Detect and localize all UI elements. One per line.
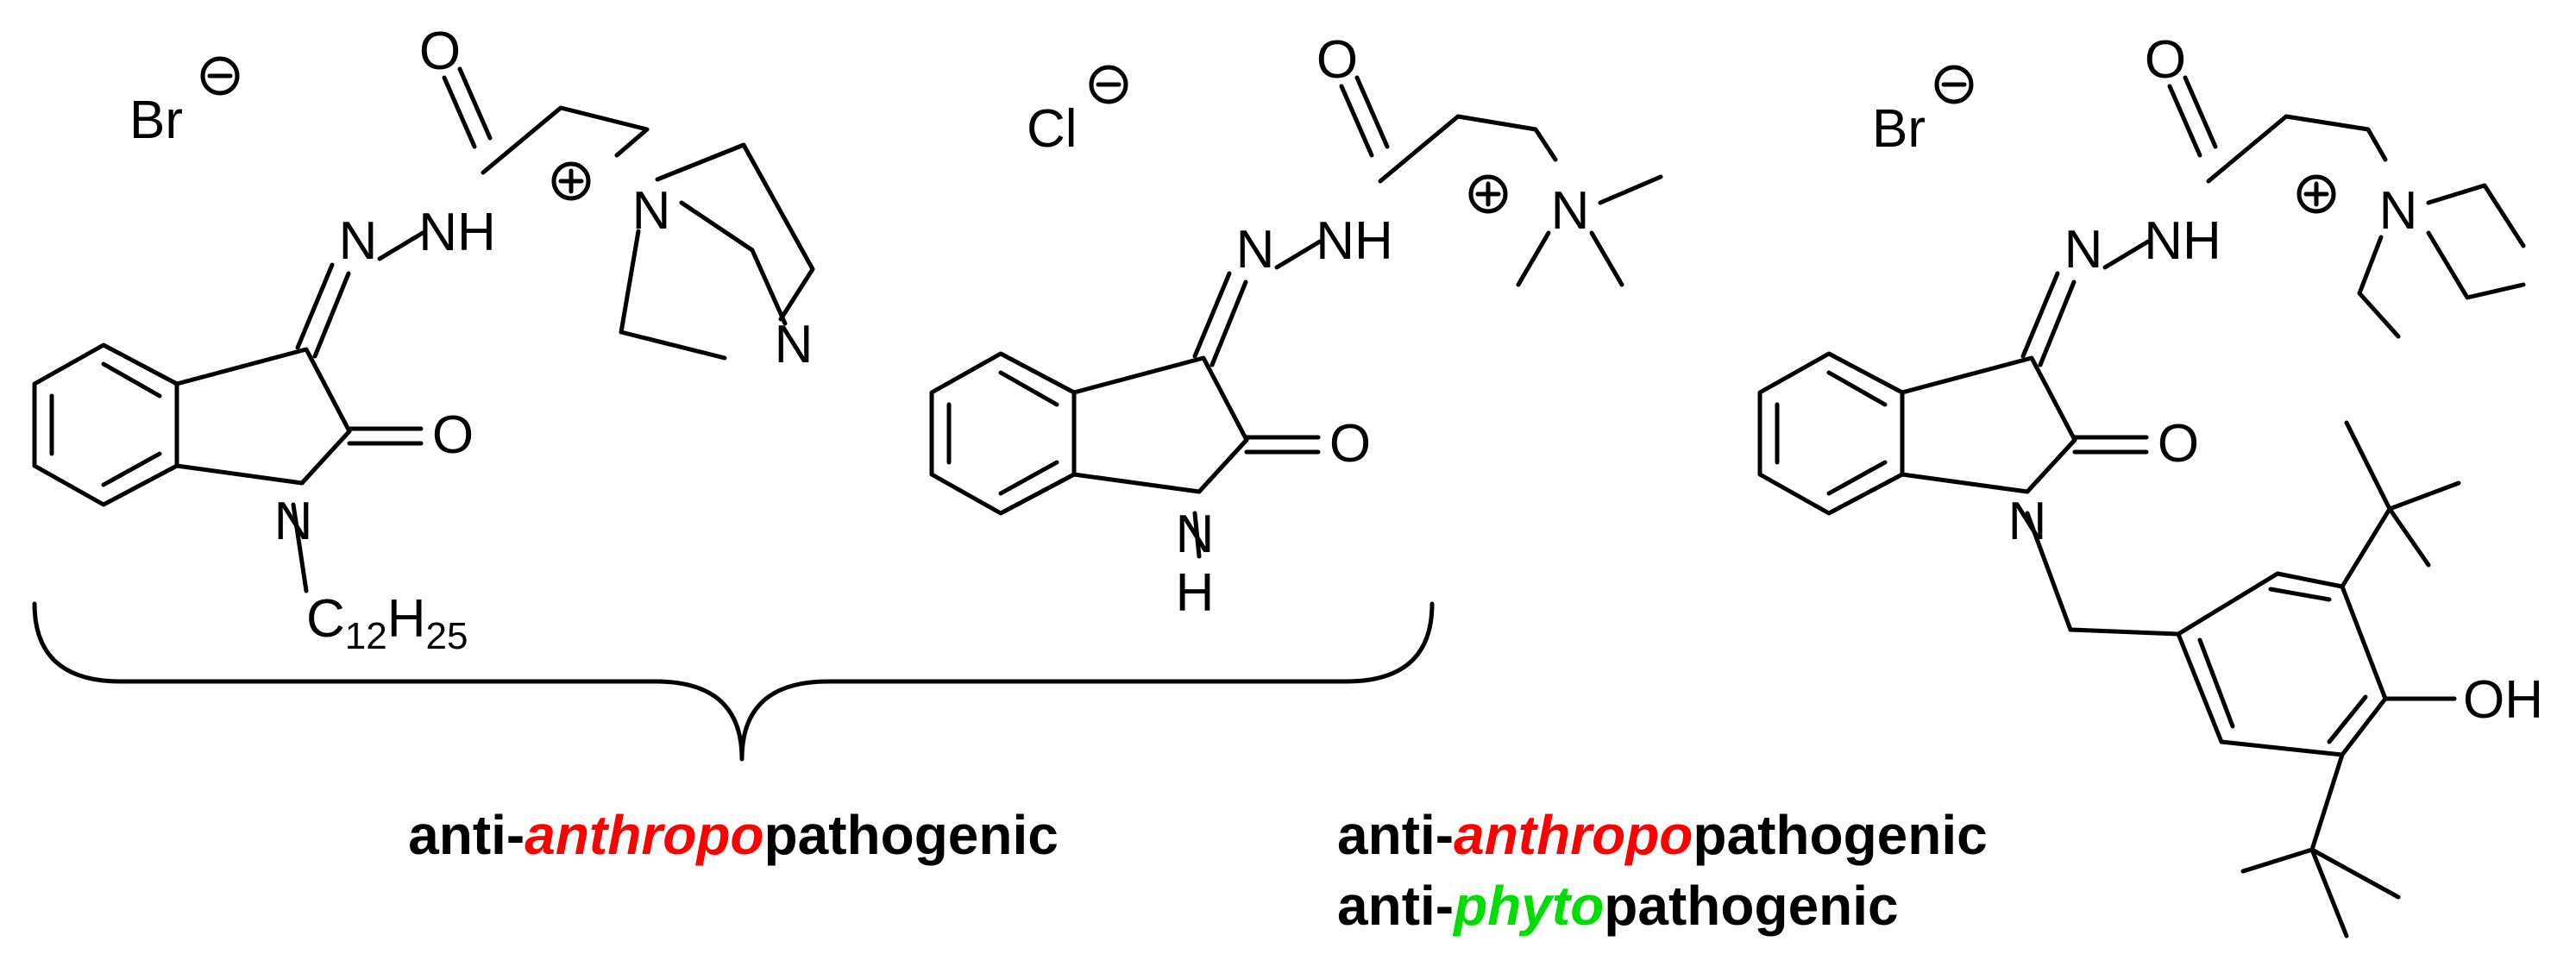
m2-ring-h: H [1176, 563, 1215, 623]
m3-hydrazone-n: N [2064, 220, 2103, 279]
m3-hydroxyl: OH [2463, 670, 2543, 730]
negative-charge-icon [200, 56, 240, 96]
plus-sign-icon [1475, 181, 1501, 207]
m1-alkyl-chain: C12H25 [306, 589, 468, 657]
caption-right-line-1: anti-anthropopathogenic [1337, 804, 1988, 866]
m2-carbonyl-o: O [1316, 30, 1358, 90]
m2-hydrazone-n: N [1236, 220, 1275, 279]
m3-ring-o: O [2158, 414, 2199, 474]
molecule-1: Br O N NH N N O N C12H25 [32, 22, 815, 657]
caption-right-line-2: anti-phytopathogenic [1337, 875, 1899, 937]
m3-carbonyl-o: O [2145, 30, 2186, 90]
negative-charge-icon [1089, 65, 1128, 104]
molecule-3: Br O N NH N O N OH [1757, 30, 2543, 938]
positive-charge-icon [551, 161, 591, 201]
counter-ion-3: Br [1872, 99, 1926, 159]
m1-cage-n: N [775, 315, 814, 374]
m3-nh: NH [2144, 211, 2221, 271]
counter-ion-1: Br [129, 91, 183, 150]
m3-ring-n: N [2008, 492, 2047, 551]
plus-sign-icon [2303, 181, 2329, 207]
m2-nh: NH [1316, 211, 1393, 271]
counter-ion-2: Cl [1027, 99, 1078, 159]
m1-carbonyl-o: O [419, 22, 461, 81]
m1-ring-o: O [432, 405, 474, 465]
m2-ring-o: O [1329, 414, 1371, 474]
m1-hydrazone-n: N [339, 211, 378, 271]
m3-quaternary-n: N [2379, 181, 2418, 241]
positive-charge-icon [2296, 174, 2336, 214]
negative-charge-icon [1934, 65, 1974, 104]
m1-nh: NH [418, 203, 496, 262]
m1-quaternary-n: N [632, 181, 671, 241]
plus-sign-icon [558, 168, 584, 194]
m1-ring-n: N [274, 492, 313, 551]
m2-ring-n: N [1176, 505, 1215, 564]
positive-charge-icon [1468, 174, 1508, 214]
molecule-2: Cl O N NH N O N H [929, 30, 1663, 623]
caption-group-activity: anti-anthropopathogenic [408, 804, 1059, 866]
m2-quaternary-n: N [1551, 181, 1590, 241]
grouping-brace [32, 601, 1435, 762]
